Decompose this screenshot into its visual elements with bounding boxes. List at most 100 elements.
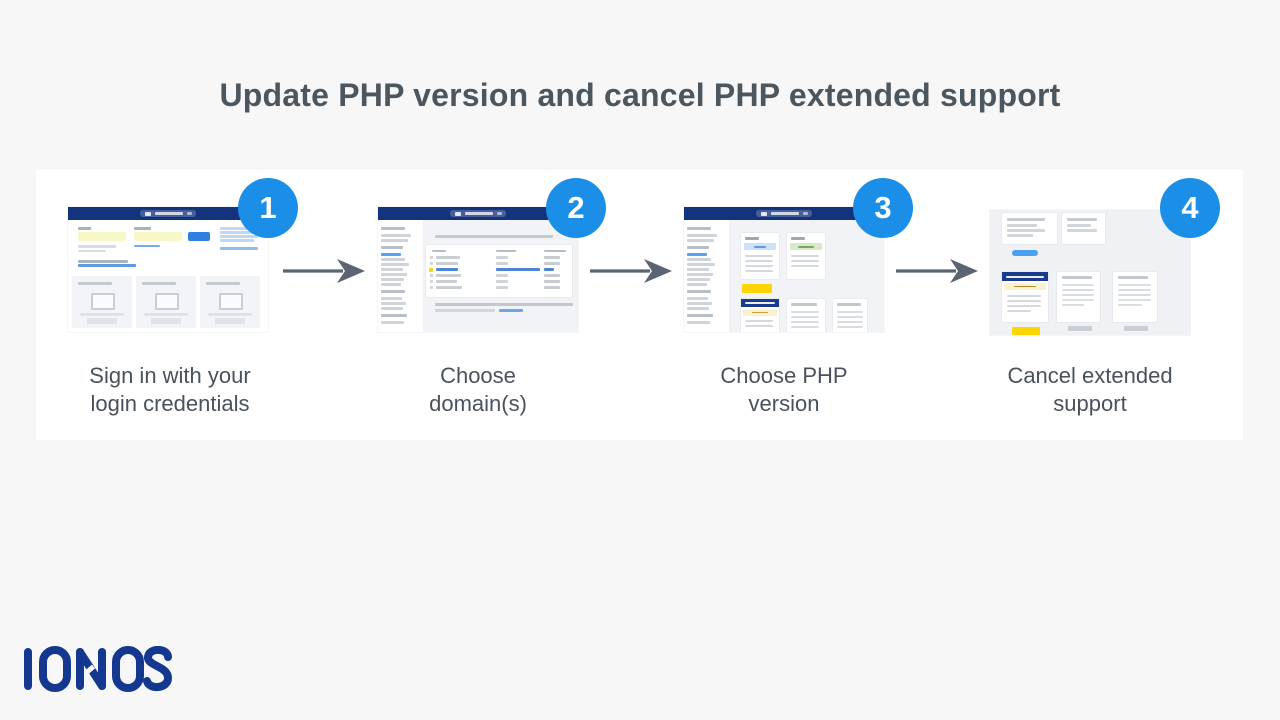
ph-line	[220, 231, 258, 234]
ph-line	[791, 255, 819, 257]
ph-label	[78, 227, 91, 230]
ph-line	[745, 302, 775, 304]
ph-line	[78, 282, 112, 285]
ph-active-item	[687, 253, 707, 256]
ph-image-box	[155, 293, 179, 310]
ph-line	[220, 235, 258, 238]
ph-line	[144, 313, 188, 316]
ph-line	[381, 239, 408, 242]
step3-thumbnail-php-versions	[684, 207, 884, 332]
ph-line	[435, 309, 495, 312]
ph-checkbox	[430, 280, 433, 283]
ph-line	[687, 297, 708, 300]
ph-line	[752, 311, 768, 313]
ph-line	[1007, 229, 1045, 232]
ph-line	[687, 302, 712, 305]
ph-line	[206, 282, 240, 285]
step4-badge: 4	[1160, 178, 1220, 238]
ph-line	[687, 246, 709, 249]
control-center-pill	[140, 210, 196, 217]
ph-line	[745, 325, 773, 327]
step3-badge: 3	[853, 178, 913, 238]
ph-label	[134, 227, 151, 230]
ph-line	[220, 239, 254, 242]
ph-line	[687, 263, 715, 266]
step4-thumbnail-cancel-support	[990, 210, 1190, 335]
ph-line	[837, 326, 863, 328]
mini-blue-button	[1012, 250, 1038, 256]
ph-line	[1062, 284, 1094, 286]
selected-domain-dot	[429, 267, 433, 272]
ph-line	[381, 283, 401, 286]
ph-cell	[436, 280, 457, 283]
ph-line	[1118, 276, 1148, 279]
ph-cell	[496, 286, 508, 289]
ph-line	[78, 249, 106, 252]
ph-link	[499, 309, 523, 312]
ph-image-box	[91, 293, 115, 310]
ph-line	[687, 258, 711, 261]
mini-yellow-button	[742, 284, 772, 293]
step1-badge: 1	[238, 178, 298, 238]
ph-col-header	[496, 250, 516, 252]
ph-cell-selected	[436, 268, 458, 271]
ph-line	[381, 297, 402, 300]
ph-line	[435, 303, 573, 306]
ph-line	[1006, 275, 1044, 278]
ph-line	[1062, 294, 1094, 296]
ph-line	[381, 227, 405, 230]
ph-line	[687, 307, 709, 310]
mini-input-field	[78, 232, 126, 241]
ph-line	[1007, 218, 1045, 221]
ph-line	[687, 234, 717, 237]
ph-cell	[496, 256, 508, 259]
mini-table	[426, 245, 572, 297]
ionos-logo-glyphs	[24, 645, 173, 692]
ph-line	[1062, 299, 1094, 301]
ph-line	[1118, 284, 1151, 286]
arrow-right-icon	[590, 259, 672, 283]
ph-line	[78, 260, 128, 263]
ph-line	[1007, 295, 1041, 297]
ph-line	[791, 326, 819, 328]
ph-line	[745, 320, 773, 322]
ph-card-title	[745, 237, 759, 240]
ph-line	[837, 303, 861, 306]
ph-button	[215, 318, 245, 324]
ph-button	[87, 318, 117, 324]
mini-header-bar	[68, 207, 268, 220]
mini-card-row	[68, 272, 268, 332]
ph-line	[381, 321, 404, 324]
mini-login-form	[68, 220, 268, 272]
ph-line	[1062, 276, 1092, 279]
ph-line	[687, 314, 713, 317]
control-center-pill	[450, 210, 506, 217]
ph-cell	[496, 280, 508, 283]
ph-line	[837, 311, 863, 313]
ph-line	[381, 307, 403, 310]
ph-cell-selected	[544, 268, 554, 271]
ph-line	[78, 245, 116, 248]
step2-thumbnail-domain-list	[378, 207, 578, 332]
ph-line	[687, 268, 709, 271]
ph-line	[1062, 289, 1094, 291]
ph-line	[1014, 285, 1036, 287]
mini-yellow-button	[1012, 327, 1040, 335]
ph-line	[687, 283, 707, 286]
arrow-right-icon	[283, 259, 365, 283]
mini-sidebar	[378, 220, 423, 332]
ph-cell	[436, 262, 458, 265]
ph-line	[1007, 310, 1031, 312]
ph-line	[1007, 305, 1041, 307]
ph-line	[381, 273, 407, 276]
ph-line	[220, 227, 258, 230]
ph-button	[151, 318, 181, 324]
ph-line	[687, 278, 710, 281]
ph-col-header	[544, 250, 566, 252]
ph-line	[745, 270, 773, 272]
ph-line	[381, 246, 403, 249]
